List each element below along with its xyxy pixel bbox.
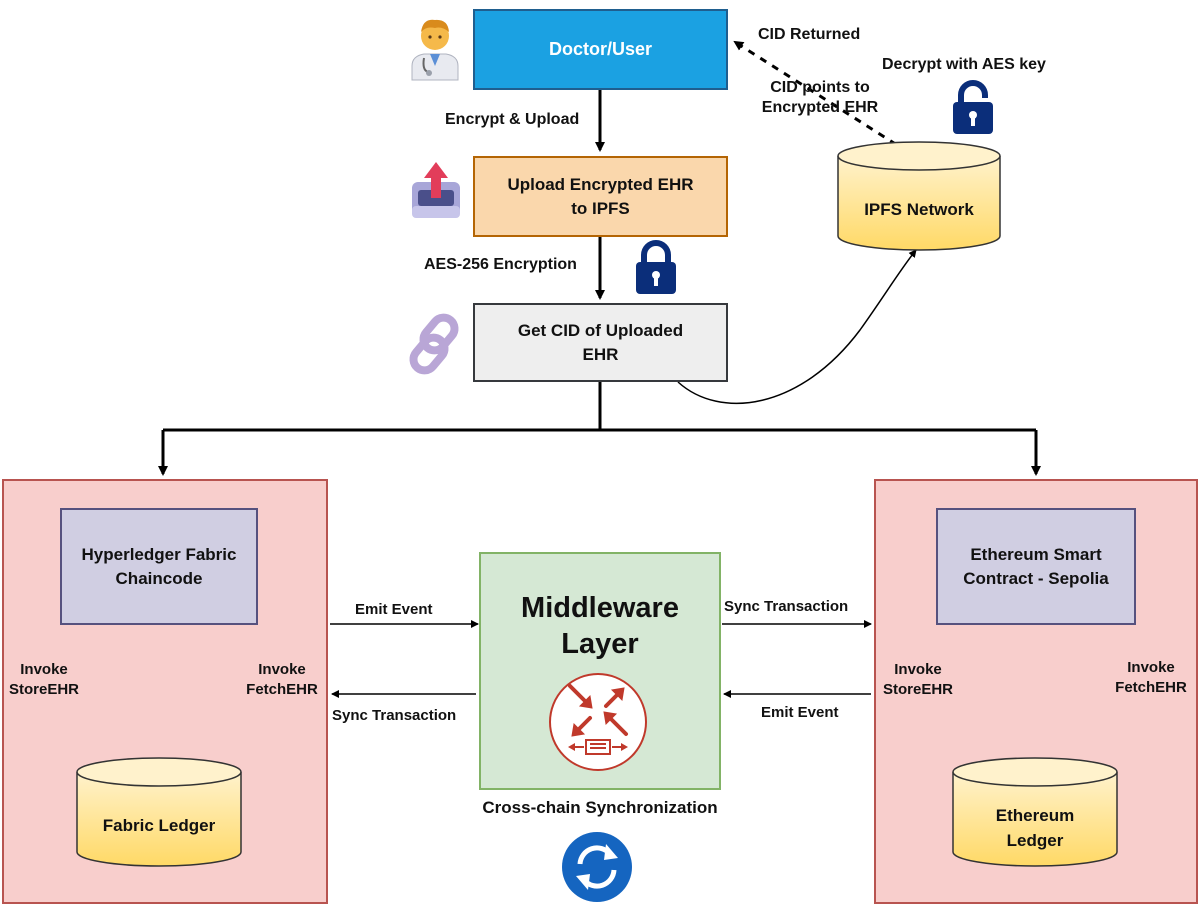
doctor-icon xyxy=(411,19,459,81)
ipfs-network-label: IPFS Network xyxy=(864,200,974,219)
label-left-emit-event: Emit Event xyxy=(355,601,433,618)
middleware-title: Middleware Layer xyxy=(521,592,679,660)
label-encrypt-upload: Encrypt & Upload xyxy=(445,111,580,128)
chain-link-icon xyxy=(409,313,459,375)
label-fabric-fetch: Invoke FetchEHR xyxy=(246,661,318,698)
ethereum-ledger-cylinder xyxy=(952,757,1118,867)
upload-tray-icon xyxy=(412,162,460,218)
label-cid-points: CID points to Encrypted EHR xyxy=(761,79,879,116)
fabric-chaincode-box: Hyperledger Fabric Chaincode xyxy=(60,508,258,625)
arrow-getcid-to-ipfs xyxy=(677,249,917,405)
sync-icon xyxy=(562,832,632,902)
label-eth-store: Invoke StoreEHR xyxy=(882,661,953,698)
padlock-icon xyxy=(636,240,676,294)
ethereum-contract-box: Ethereum Smart Contract - Sepolia xyxy=(936,508,1136,625)
ethereum-ledger-label: Ethereum Ledger xyxy=(995,806,1075,850)
label-left-sync-transaction: Sync Transaction xyxy=(332,707,457,724)
doctor-user-box: Doctor/User xyxy=(473,9,728,90)
label-decrypt-aes: Decrypt with AES key xyxy=(882,56,1046,73)
arrow-ipfs-to-doctor-dashed xyxy=(733,40,909,154)
unlock-padlock-icon xyxy=(953,80,993,134)
router-icon xyxy=(549,673,647,771)
label-cid-returned: CID Returned xyxy=(758,26,861,43)
label-fabric-store: Invoke StoreEHR xyxy=(8,661,79,698)
fabric-ledger-label: Fabric Ledger xyxy=(102,816,216,835)
cross-chain-label: Cross-chain Synchronization xyxy=(482,798,718,817)
get-cid-box: Get CID of Uploaded EHR xyxy=(473,303,728,382)
fabric-ledger-cylinder xyxy=(76,757,242,867)
upload-encrypted-ehr-box: Upload Encrypted EHR to IPFS xyxy=(473,156,728,237)
label-right-emit-event: Emit Event xyxy=(761,704,839,721)
label-eth-fetch: Invoke FetchEHR xyxy=(1115,659,1187,696)
label-aes-encryption: AES-256 Encryption xyxy=(424,256,577,273)
label-right-sync-transaction: Sync Transaction xyxy=(724,598,849,615)
ipfs-network-cylinder xyxy=(837,141,1001,251)
